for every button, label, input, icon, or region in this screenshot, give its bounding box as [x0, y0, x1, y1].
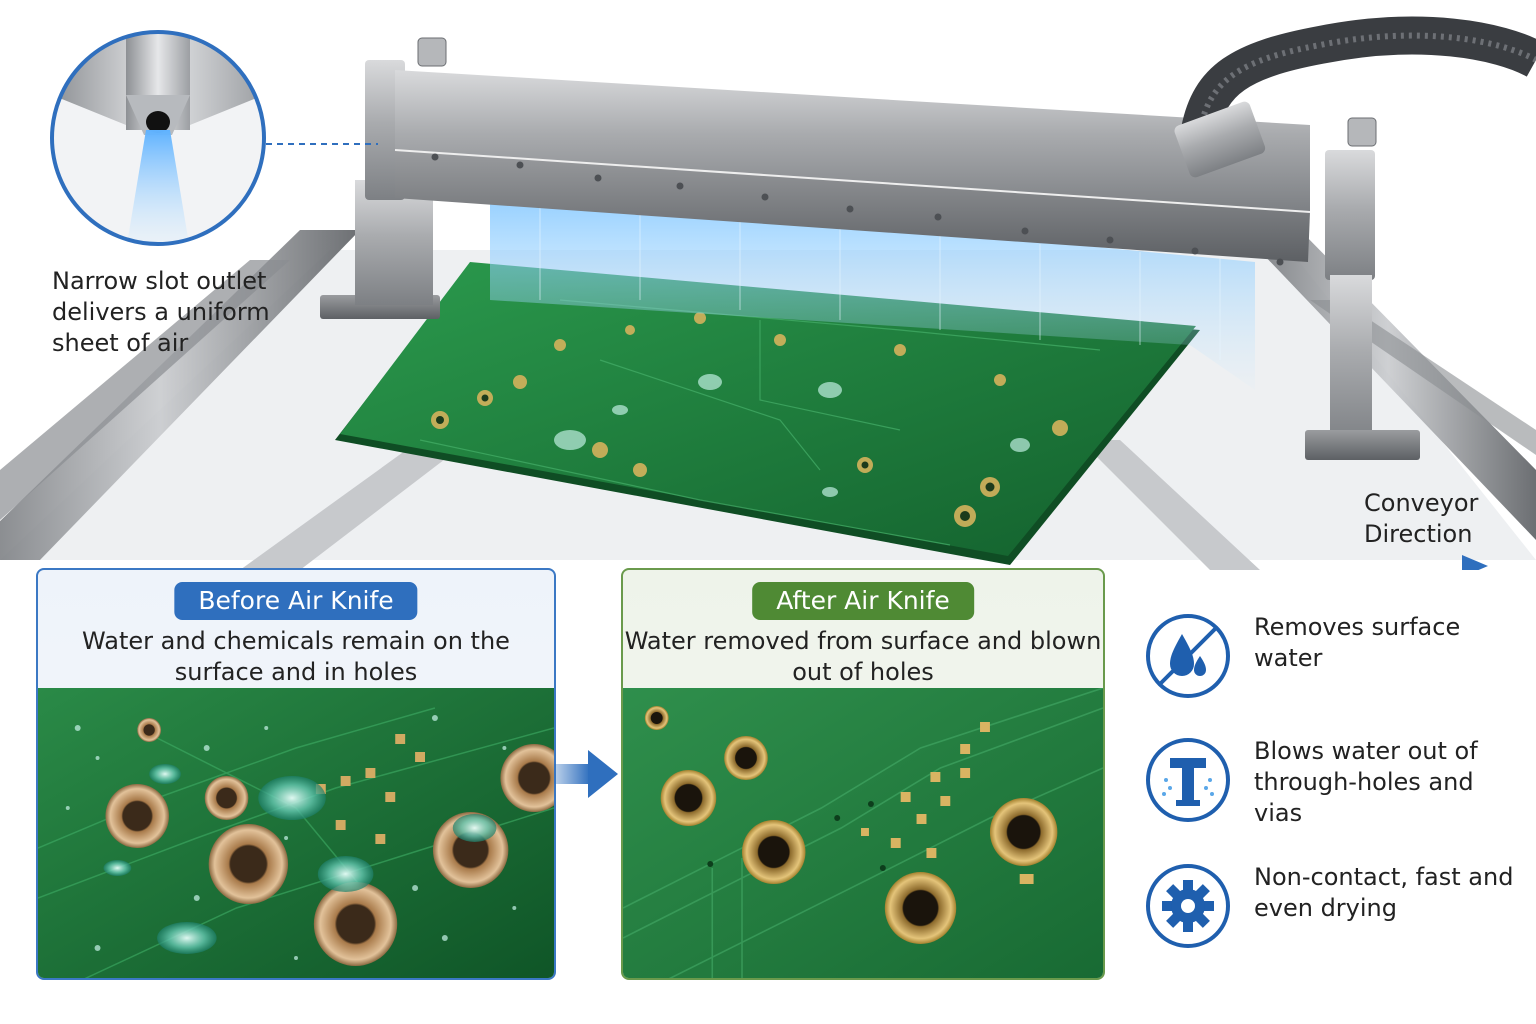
before-to-after-arrow: [554, 750, 618, 798]
after-panel: After Air Knife Water removed from surfa…: [621, 568, 1105, 980]
feature-removes-water: Removes surface water: [1144, 612, 1524, 702]
feature-blows-through-holes: Blows water out of through-holes and via…: [1144, 736, 1524, 827]
after-description: Water removed from surface and blown out…: [624, 627, 1102, 686]
before-description: Water and chemicals remain on the surfac…: [82, 627, 510, 686]
conveyor-direction-arrow: [1095, 555, 1488, 570]
feature-text-non-contact: Non-contact, fast and even drying: [1254, 863, 1514, 922]
pcb-board: [335, 262, 1200, 565]
feature-non-contact-drying: Non-contact, fast and even drying: [1144, 862, 1524, 952]
conveyor-direction-label: Conveyor Direction: [1364, 489, 1479, 548]
slot-outlet-caption: Narrow slot outlet delivers a uniform sh…: [52, 267, 270, 357]
after-title: After Air Knife: [752, 582, 974, 620]
before-title: Before Air Knife: [174, 582, 418, 620]
dry-pcb-closeup-image: [623, 688, 1103, 978]
wet-pcb-closeup-image: [38, 688, 554, 978]
right-mount-bracket: [1305, 117, 1420, 460]
before-panel: Before Air Knife Water and chemicals rem…: [36, 568, 556, 980]
air-knife-bar: [394, 70, 1311, 266]
feature-text-through-holes: Blows water out of through-holes and via…: [1254, 737, 1478, 827]
feature-text-removes-water: Removes surface water: [1254, 613, 1461, 672]
no-water-drop-icon: [1146, 614, 1230, 698]
air-knife-machine-scene: [0, 16, 1536, 570]
air-sheet: [490, 190, 1255, 390]
gear-icon: [1146, 864, 1230, 948]
nozzle-magnifier: [50, 30, 266, 246]
through-hole-air-icon: [1146, 738, 1230, 822]
air-supply-hose: [1174, 16, 1536, 178]
